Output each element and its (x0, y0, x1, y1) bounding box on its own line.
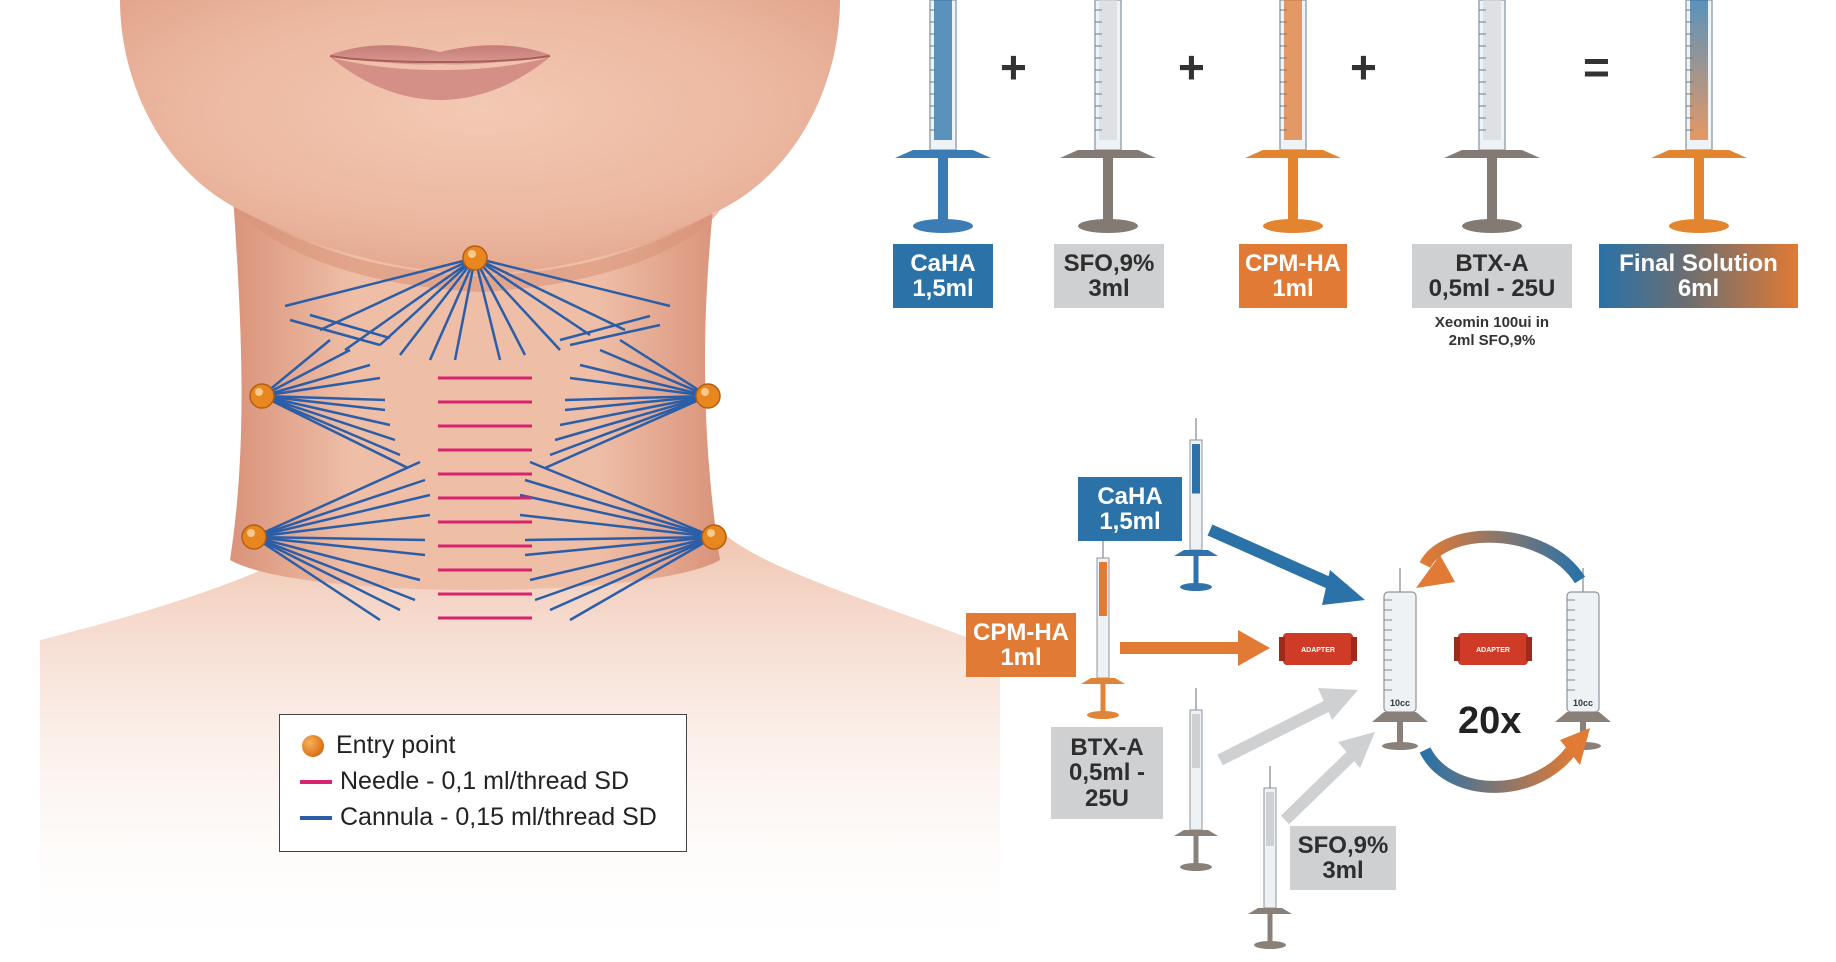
syringe-btx-thumb (1462, 219, 1522, 233)
syringe-cpm-rod (1288, 158, 1298, 220)
mix-10cc-left-rod (1397, 722, 1403, 744)
entry-point-icon (302, 735, 324, 757)
mix-syringe-cpm-thumb (1087, 711, 1119, 719)
syringe-cpm-flange (1245, 150, 1341, 158)
mix-syringe-cpm (1081, 536, 1125, 719)
entry-point-marker (463, 246, 487, 270)
repeat-count: 20x (1458, 700, 1521, 743)
face-shape (120, 0, 840, 275)
entry-point-highlight (468, 250, 476, 258)
needle-line-icon (300, 780, 332, 784)
mix-syringe-sfo-thumb (1254, 941, 1286, 949)
mix-10cc-right: 10cc (1555, 568, 1611, 750)
mix-syringe-sfo-flange (1248, 908, 1292, 914)
mix-10cc-left: 10cc (1372, 568, 1428, 750)
syringe-sfo (1060, 0, 1156, 233)
syringe-caha (895, 0, 991, 233)
mix-syringe-btx-rod (1194, 836, 1199, 864)
mix-10cc-right-label: 10cc (1573, 698, 1593, 708)
syringe-caha-thumb (913, 219, 973, 233)
syringe-btx-rod (1487, 158, 1497, 220)
syringe-final-flange (1651, 150, 1747, 158)
entry-point-marker (696, 384, 720, 408)
legend-cannula: Cannula - 0,15 ml/thread SD (300, 803, 657, 832)
entry-point-highlight (247, 529, 255, 537)
mix-syringe-cpm-flange (1081, 678, 1125, 684)
syringe-cpm-thumb (1263, 219, 1323, 233)
svg-text:ADAPTER: ADAPTER (1301, 647, 1335, 654)
entry-point-marker (250, 384, 274, 408)
entry-point-highlight (707, 529, 715, 537)
mix-syringe-btx-flange (1174, 830, 1218, 836)
equals-operator: = (1583, 40, 1610, 94)
mix-10cc-left-label: 10cc (1390, 698, 1410, 708)
mix-syringe-cpm-fill (1099, 562, 1107, 616)
cycle-arc-bottom (1425, 745, 1575, 787)
syringe-caha-rod (938, 158, 948, 220)
syringe-btx (1444, 0, 1540, 233)
plus-operator-2: + (1178, 40, 1205, 94)
entry-point-marker (242, 525, 266, 549)
syringe-final (1651, 0, 1747, 233)
syringe-cpm (1245, 0, 1341, 233)
top-syringes (895, 0, 1747, 233)
mix-syringe-caha-thumb (1180, 583, 1212, 591)
legend-needle-label: Needle - 0,1 ml/thread SD (340, 767, 629, 796)
adapter-right: ADAPTER (1454, 633, 1532, 665)
mix-10cc-left-thumb (1382, 742, 1418, 750)
plus-operator-3: + (1350, 40, 1377, 94)
syringe-sfo-thumb (1078, 219, 1138, 233)
entry-point-highlight (255, 388, 263, 396)
adapter-left: ADAPTER (1279, 633, 1357, 665)
caha-arrow (1210, 530, 1345, 590)
caha-arrow-head (1322, 570, 1365, 605)
mix-syringe-btx-fill (1192, 714, 1200, 768)
mix-syringe-sfo (1248, 766, 1292, 949)
legend-cannula-label: Cannula - 0,15 ml/thread SD (340, 803, 657, 832)
mix-syringe-btx-thumb (1180, 863, 1212, 871)
legend-needle: Needle - 0,1 ml/thread SD (300, 767, 629, 796)
syringe-final-rod (1694, 158, 1704, 220)
mix-syringe-caha-rod (1194, 556, 1199, 584)
top-box-final-solution: Final Solution6ml (1599, 244, 1798, 308)
top-box-sfo: SFO,9%3ml (1054, 244, 1164, 308)
entry-point-marker (702, 525, 726, 549)
legend-entry-point: Entry point (300, 731, 456, 760)
legend: Entry point Needle - 0,1 ml/thread SD Ca… (279, 714, 687, 852)
mix-syringe-cpm-rod (1101, 684, 1106, 712)
syringe-sfo-flange (1060, 150, 1156, 158)
mix-syringe-sfo-fill (1266, 792, 1274, 846)
cannula-line-icon (300, 816, 332, 820)
btx-arrow (1220, 702, 1335, 760)
syringe-btx-flange (1444, 150, 1540, 158)
plus-operator-1: + (1000, 40, 1027, 94)
cpm-arrow-head (1238, 630, 1270, 666)
mix-box-btx: BTX-A0,5ml -25U (1051, 727, 1163, 819)
syringe-final-thumb (1669, 219, 1729, 233)
entry-point-highlight (701, 388, 709, 396)
syringe-sfo-rod (1103, 158, 1113, 220)
top-box-cpm: CPM-HA1ml (1239, 244, 1347, 308)
mix-syringe-sfo-rod (1268, 914, 1273, 942)
mix-syringe-caha-fill (1192, 444, 1200, 494)
mix-syringe-btx (1174, 688, 1218, 871)
mix-10cc-left-flange (1372, 712, 1428, 722)
syringe-caha-flange (895, 150, 991, 158)
legend-entry-label: Entry point (336, 731, 456, 760)
sfo-arrow (1285, 752, 1355, 820)
mix-box-sfo: SFO,9%3ml (1290, 826, 1396, 890)
mix-syringe-caha-flange (1174, 550, 1218, 556)
svg-text:ADAPTER: ADAPTER (1476, 647, 1510, 654)
mix-10cc-right-flange (1555, 712, 1611, 722)
